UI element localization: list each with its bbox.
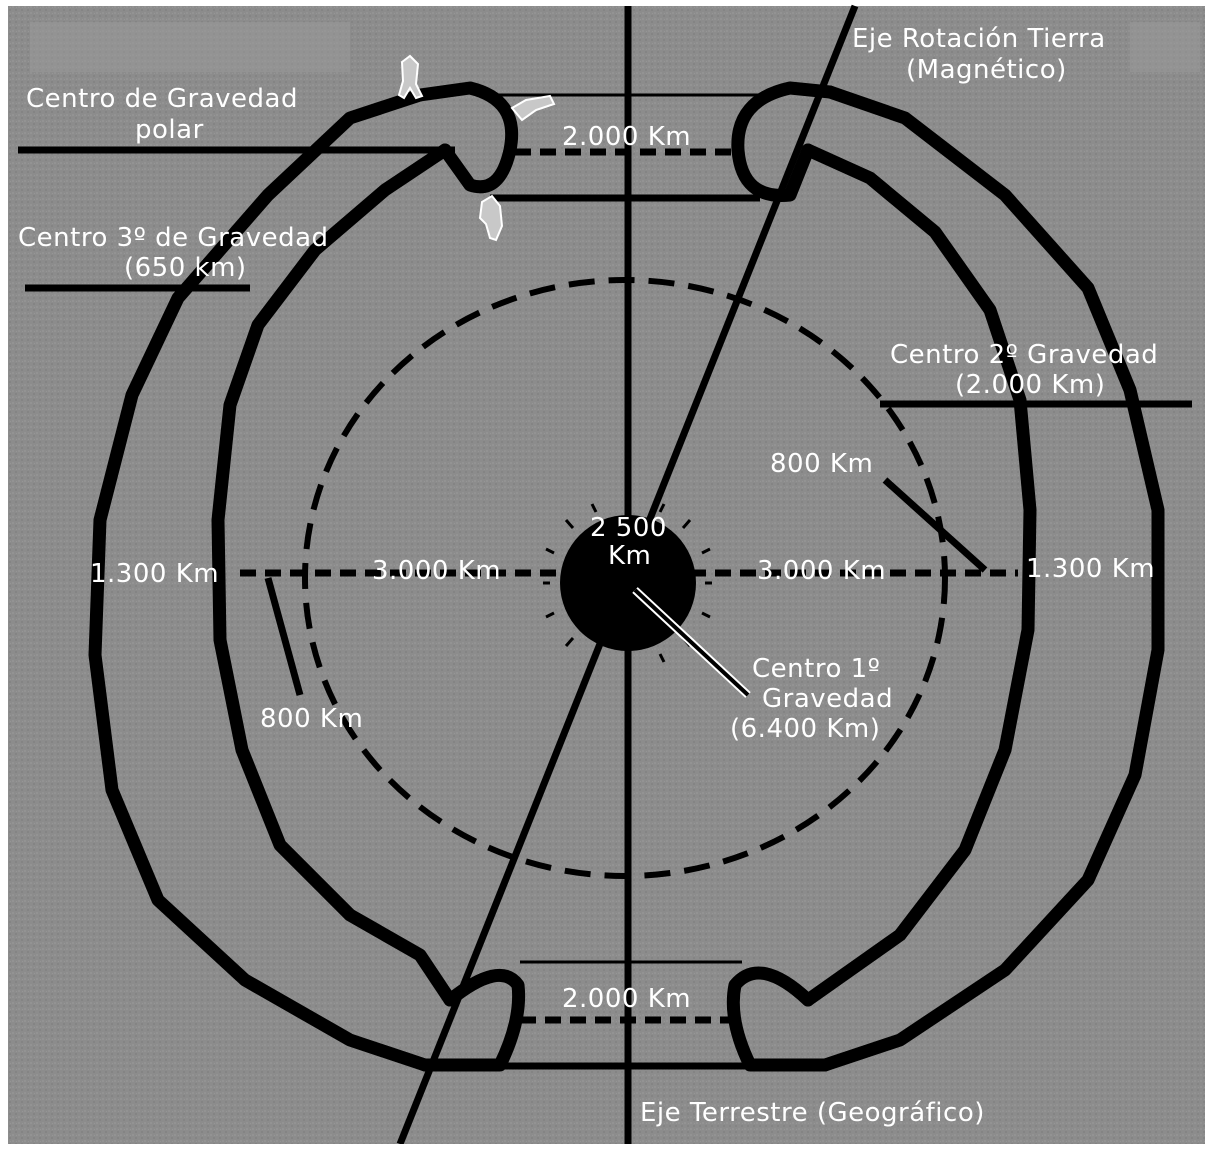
background-patch — [1130, 22, 1200, 72]
first-gravity-center-label: (6.400 Km) — [730, 714, 880, 744]
right-shell-thickness-label: 1.300 Km — [1026, 554, 1155, 584]
rotation-axis-label: Eje Rotación Tierra — [852, 24, 1106, 54]
third-gravity-center-label: (650 km) — [124, 253, 247, 283]
second-gravity-center-label: Centro 2º Gravedad — [890, 340, 1158, 370]
second-gravity-center-label: (2.000 Km) — [955, 370, 1105, 400]
top-opening-distance-label: 2.000 Km — [562, 122, 691, 152]
right-inner-distance-label: 800 Km — [770, 449, 873, 479]
core-size-label: Km — [608, 541, 651, 571]
first-gravity-center-label: Centro 1º — [752, 654, 880, 684]
polar-gravity-center-label: polar — [135, 115, 204, 145]
bottom-opening-distance-label: 2.000 Km — [562, 984, 691, 1014]
rotation-axis-label: (Magnético) — [906, 55, 1067, 85]
left-shell-thickness-label: 1.300 Km — [90, 559, 219, 589]
first-gravity-center-label: Gravedad — [762, 684, 893, 714]
left-radius-label: 3.000 Km — [372, 556, 501, 586]
polar-gravity-center-label: Centro de Gravedad — [26, 84, 298, 114]
earth-axis-label: Eje Terrestre (Geográfico) — [640, 1098, 985, 1128]
left-inner-distance-label: 800 Km — [260, 704, 363, 734]
background-patch — [30, 22, 350, 72]
right-radius-label: 3.000 Km — [757, 556, 886, 586]
core-size-label: 2 500 — [590, 513, 667, 543]
third-gravity-center-label: Centro 3º de Gravedad — [18, 223, 329, 253]
